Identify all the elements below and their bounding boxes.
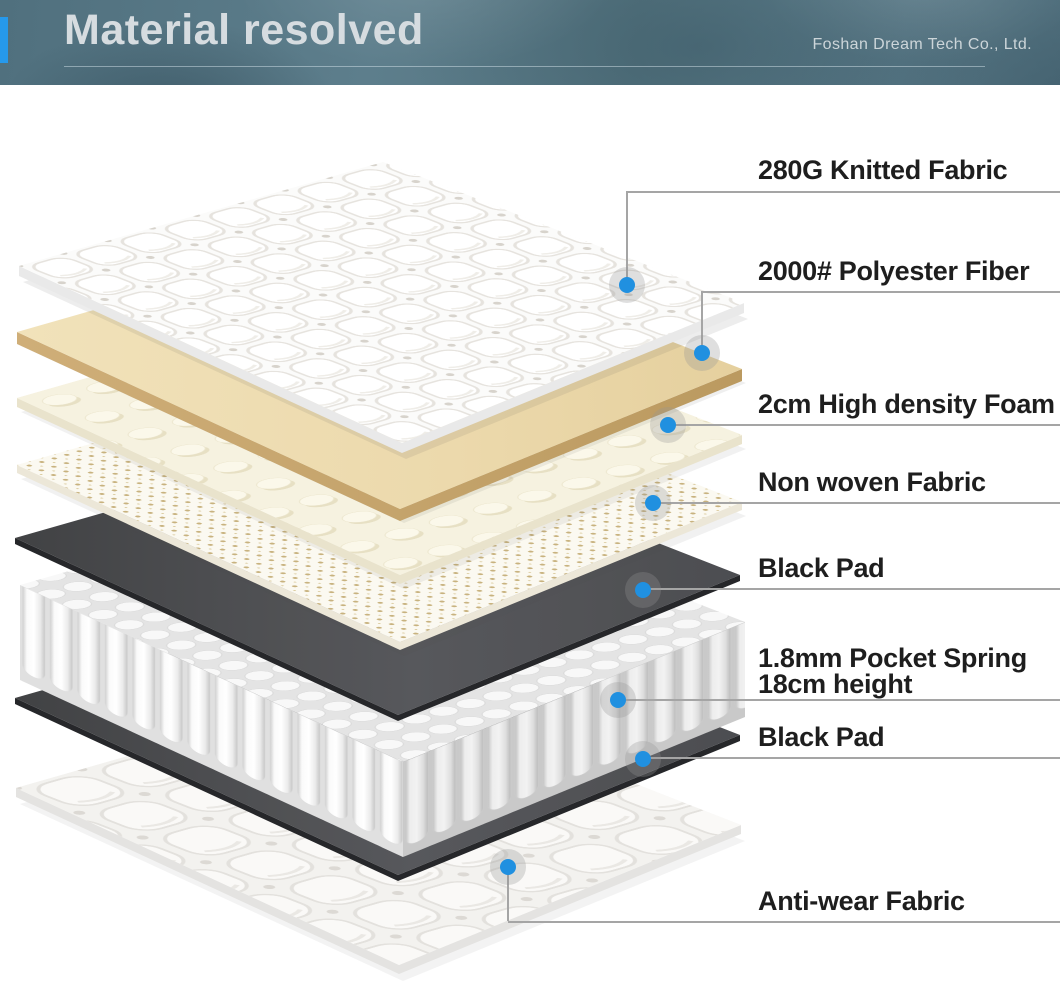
leader-line-vertical (626, 191, 628, 285)
callout-label: Non woven Fabric (758, 467, 986, 497)
accent-bar (0, 17, 8, 63)
leader-line (702, 291, 1060, 293)
leader-line (643, 757, 1060, 759)
callout-label-line2: 18cm height (758, 669, 913, 699)
callout-dot (500, 859, 516, 875)
leader-line (668, 424, 1060, 426)
callout-dot (645, 495, 661, 511)
callout-label: 280G Knitted Fabric (758, 155, 1008, 185)
callout-label: 2000# Polyester Fiber (758, 256, 1030, 286)
callout-label: Anti-wear Fabric (758, 886, 965, 916)
header-divider (64, 66, 985, 67)
callout-dot (694, 345, 710, 361)
leader-line (643, 588, 1060, 590)
leader-line-vertical (507, 867, 509, 921)
leader-line (653, 502, 1060, 504)
header: Material resolved Foshan Dream Tech Co.,… (0, 0, 1060, 85)
leader-line (627, 191, 1060, 193)
callout-dot (635, 582, 651, 598)
leader-line (508, 921, 1060, 923)
callout-label: Black Pad (758, 722, 885, 752)
callout-dot (660, 417, 676, 433)
callout-dot (635, 751, 651, 767)
callout-dot (619, 277, 635, 293)
company-name: Foshan Dream Tech Co., Ltd. (812, 36, 1032, 53)
leader-line (618, 699, 1060, 701)
leader-line-vertical (701, 291, 703, 353)
layer-knitted-fabric (19, 162, 748, 459)
callout-label: 2cm High density Foam (758, 389, 1055, 419)
callout-label-line1: 1.8mm Pocket Spring (758, 643, 1027, 673)
callout-label: Black Pad (758, 553, 885, 583)
page-title: Material resolved (64, 6, 424, 54)
callout-label: 1.8mm Pocket Spring 18cm height (758, 643, 1027, 699)
callout-dot (610, 692, 626, 708)
